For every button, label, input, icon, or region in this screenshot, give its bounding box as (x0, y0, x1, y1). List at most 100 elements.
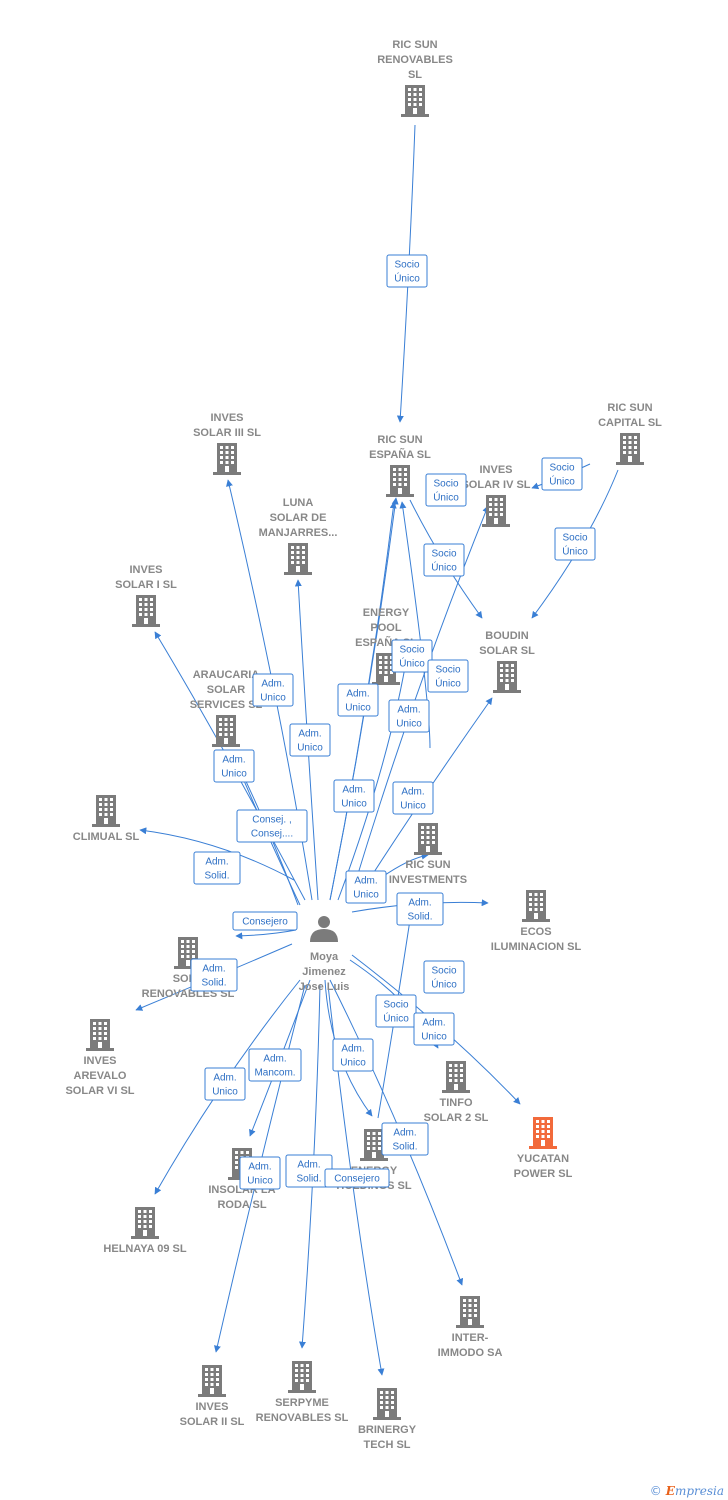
relation-label[interactable]: Adm.Unico (332, 1038, 374, 1072)
relation-label[interactable]: Adm.Solid. (396, 892, 444, 926)
person-name-line: Moya (310, 951, 339, 963)
relation-label[interactable]: Adm.Solid. (193, 851, 241, 885)
company-name-line: ENERGY (363, 607, 410, 619)
company-name-line: SERPYME (275, 1397, 329, 1409)
relation-label-text: Único (394, 272, 420, 285)
relation-label[interactable]: Consejero (232, 911, 298, 931)
brand-name: mpresia (674, 1484, 724, 1498)
company-name-line: ARAUCARIA (193, 669, 260, 681)
relation-label[interactable]: Adm.Unico (413, 1012, 455, 1046)
relation-label[interactable]: Adm.Solid. (285, 1154, 333, 1188)
relation-label-text: Adm. (202, 964, 225, 975)
relation-label[interactable]: Adm. Solid. (190, 958, 238, 992)
building-icon (414, 823, 442, 855)
relation-label[interactable]: Adm.Unico (345, 870, 387, 904)
relation-label-box (239, 1156, 281, 1190)
person-name-line: Jimenez (302, 966, 346, 978)
relation-label-text: Unico (345, 703, 371, 714)
company-name-line: POOL (370, 622, 401, 634)
relation-label-text: Solid. (392, 1142, 417, 1153)
company-node-ric-sun-capital[interactable]: RIC SUN CAPITAL SL (598, 402, 662, 465)
company-name-line: RIC SUN (607, 402, 652, 414)
company-name-line: SOLAR II SL (180, 1416, 245, 1428)
building-icon (92, 795, 120, 827)
relation-label[interactable]: Adm.Mancom. (248, 1048, 302, 1082)
relation-label-text: Solid. (201, 978, 226, 989)
relation-label-box (193, 851, 241, 885)
company-name-line: SOLAR (207, 684, 246, 696)
relation-label[interactable]: Adm.Unico (239, 1156, 281, 1190)
relation-label[interactable]: Adm.Unico (337, 683, 379, 717)
relation-label[interactable]: Adm.Unico (333, 779, 375, 813)
relation-label-text: Adm. (263, 1054, 286, 1065)
relation-label[interactable]: Adm.Unico (204, 1067, 246, 1101)
relation-label-box (213, 749, 255, 783)
relation-label-box (337, 683, 379, 717)
relation-label-text: Unico (421, 1032, 447, 1043)
building-icon (132, 595, 160, 627)
relation-label[interactable]: Adm.Unico (392, 781, 434, 815)
relation-label[interactable]: Adm.Unico (289, 723, 331, 757)
relation-label-text: Consejero (334, 1174, 380, 1185)
relation-label-text: Único (431, 978, 457, 991)
brand-footer[interactable]: ©Empresia (650, 1484, 724, 1498)
relation-label[interactable]: Adm.Unico (388, 699, 430, 733)
relation-label[interactable]: Adm.Unico (213, 749, 255, 783)
relation-label-text: Unico (297, 743, 323, 754)
building-icon (386, 465, 414, 497)
company-name-line: TINFO (440, 1097, 473, 1109)
relation-label-text: Único (383, 1012, 409, 1025)
relation-label-text: Unico (341, 799, 367, 810)
company-node-inter-immodo[interactable]: INTER-IMMODO SA (438, 1296, 503, 1359)
relation-label-text: Único (562, 545, 588, 558)
relation-label-text: Socio (549, 463, 574, 474)
building-icon (493, 661, 521, 693)
relation-label-text: Adm. (248, 1162, 271, 1173)
relation-label-text: Adm. (401, 787, 424, 798)
relation-label[interactable]: Consejero (324, 1168, 390, 1188)
company-name-line: POWER SL (514, 1168, 573, 1180)
relation-label[interactable]: Adm.Unico (252, 673, 294, 707)
relation-label-text: Adm. (341, 1044, 364, 1055)
relation-label-box (396, 892, 444, 926)
company-name-line: CAPITAL SL (598, 417, 662, 429)
company-name-line: BRINERGY (358, 1424, 417, 1436)
relation-label[interactable]: Adm.Solid. (381, 1122, 429, 1156)
relation-label-text: Socio (394, 260, 419, 271)
company-name-line: INVESTMENTS (389, 874, 467, 886)
company-name-line: SOLAR I SL (115, 579, 177, 591)
company-node-helnaya[interactable]: HELNAYA 09 SL (103, 1207, 187, 1255)
relation-label-text: Solid. (204, 871, 229, 882)
relation-label-box (252, 673, 294, 707)
relation-label-text: Adm. (397, 705, 420, 716)
relation-label[interactable]: Consej. ,Consej.... (236, 809, 308, 843)
relation-label-box (392, 781, 434, 815)
company-node-climual[interactable]: CLIMUAL SL (73, 795, 140, 843)
